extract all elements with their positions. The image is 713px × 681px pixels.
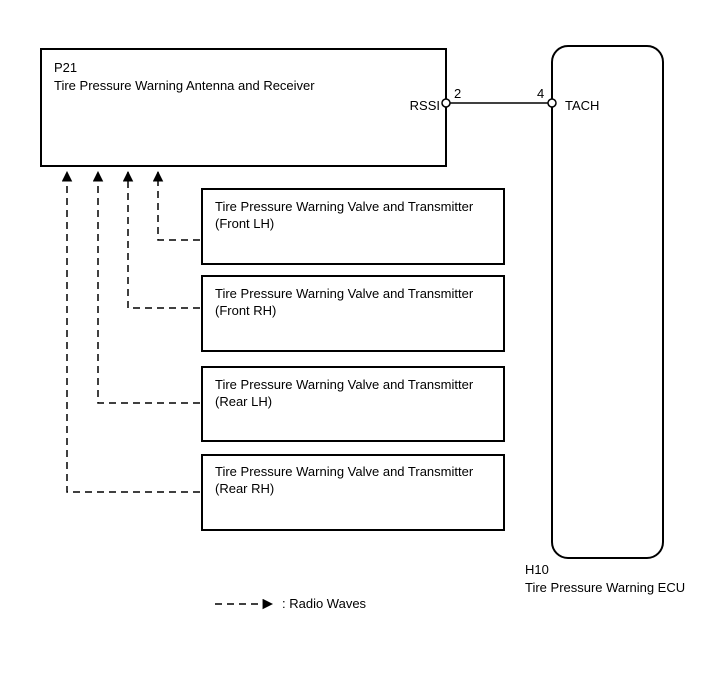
transmitter-box [201, 188, 505, 265]
transmitter-front-lh: Tire Pressure Warning Valve and Transmit… [201, 188, 505, 265]
rssi-pin-number: 2 [454, 86, 461, 101]
radio-wave-rear-lh [92, 170, 200, 404]
radio-wave-rear-rh [61, 170, 200, 493]
legend: : Radio Waves [215, 596, 367, 611]
transmitter-title: Tire Pressure Warning Valve and Transmit… [215, 286, 474, 301]
receiver-name: Tire Pressure Warning Antenna and Receiv… [54, 78, 315, 93]
radio-wave-front-lh [152, 170, 200, 241]
rssi-pin-label: RSSI [410, 98, 440, 113]
ecu-name: Tire Pressure Warning ECU [525, 580, 685, 595]
transmitter-front-rh: Tire Pressure Warning Valve and Transmit… [201, 275, 505, 352]
transmitter-title: Tire Pressure Warning Valve and Transmit… [215, 464, 474, 479]
transmitter-rear-rh: Tire Pressure Warning Valve and Transmit… [201, 454, 505, 531]
transmitter-box [201, 454, 505, 531]
rssi-terminal [441, 98, 451, 108]
radio-wave-front-rh [122, 170, 200, 309]
tach-terminal [547, 98, 557, 108]
transmitter-box [201, 366, 505, 442]
ecu-code: H10 [525, 562, 549, 577]
ecu-box [551, 45, 664, 559]
transmitter-position: (Rear RH) [215, 481, 274, 496]
transmitter-title: Tire Pressure Warning Valve and Transmit… [215, 199, 474, 214]
receiver-code: P21 [54, 60, 77, 75]
tach-pin-number: 4 [537, 86, 544, 101]
transmitter-box [201, 275, 505, 352]
transmitter-position: (Front RH) [215, 303, 276, 318]
receiver-box [40, 48, 447, 167]
receiver-block: P21 Tire Pressure Warning Antenna and Re… [40, 48, 461, 167]
transmitter-title: Tire Pressure Warning Valve and Transmit… [215, 377, 474, 392]
transmitter-position: (Rear LH) [215, 394, 272, 409]
transmitter-position: (Front LH) [215, 216, 274, 231]
tach-pin-label: TACH [565, 98, 599, 113]
ecu-block: 4 TACH H10 Tire Pressure Warning ECU [525, 45, 685, 595]
transmitter-rear-lh: Tire Pressure Warning Valve and Transmit… [201, 366, 505, 442]
legend-label: : Radio Waves [282, 596, 367, 611]
